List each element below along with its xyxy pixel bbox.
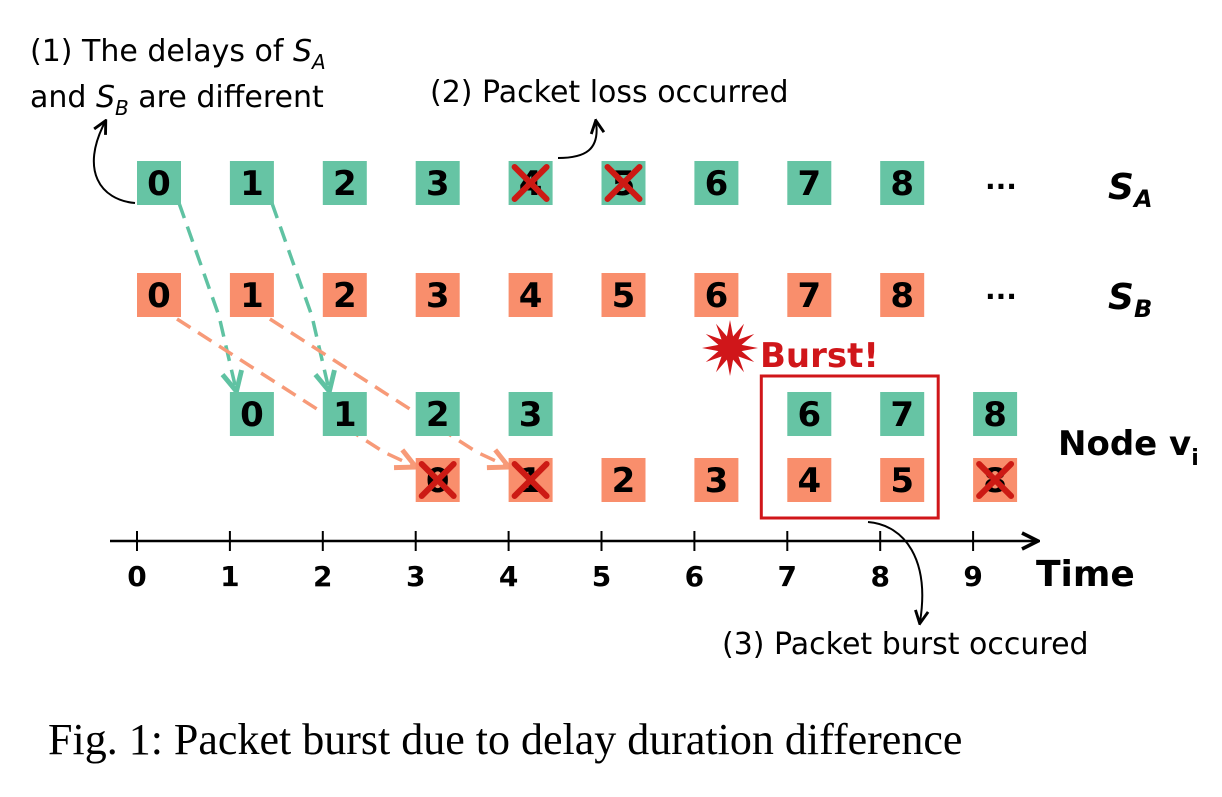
delay-arrow-a [177,202,236,389]
node-a-packet-label: 3 [519,395,543,435]
time-axis-tick-label: 4 [499,560,518,593]
row-label-node: Node vi [1058,424,1199,471]
loss-x-icon [418,461,457,499]
time-axis-tick-label: 3 [406,560,425,593]
time-axis-tick-label: 6 [685,560,704,593]
sa-packet-box [787,161,832,205]
node-b-packet-label: 2 [612,461,636,501]
sb-packet-box [415,273,460,317]
node-b-packet-label: 4 [797,461,821,501]
sa-packet-label: 8 [890,164,914,204]
sa-packet-box [229,161,274,205]
loss-x-icon [511,164,550,202]
sa-packet-label: 1 [240,164,264,204]
node-b-packet-label: 3 [705,461,729,501]
loss-x-icon [604,164,643,202]
node-arrivals-b-row: 0123458 [415,458,1018,502]
time-axis-tick-label: 8 [870,560,889,593]
sb-packet-label: 0 [147,276,171,316]
row-label-sa: SA [1108,167,1153,213]
sa-packet-label: 2 [333,164,357,204]
ellipsis-sa: ··· [985,170,1017,203]
sb-packet-label: 1 [240,276,264,316]
loss-annotation: (2) Packet loss occurred [430,75,789,110]
sa-packet-label: 3 [426,164,450,204]
node-a-packet-label: 2 [426,395,450,435]
ellipsis-sb: ··· [985,280,1017,313]
sb-packet-label: 3 [426,276,450,316]
loss-pointer-arrow [557,122,597,159]
burst-annotation: (3) Packet burst occured [722,627,1089,662]
node-b-packet-box [880,458,925,502]
sa-packet-box [694,161,739,205]
time-axis-label: Time [1036,554,1135,595]
time-axis: Time 0 1 2 3 4 5 6 7 8 9 [110,531,1135,595]
sb-packet-box [601,273,646,317]
node-a-packet-box [787,392,832,436]
burst-label: Burst! [760,336,879,376]
sa-packet-label: 0 [147,164,171,204]
sb-packet-box [508,273,553,317]
time-axis-tick-label: 7 [778,560,797,593]
sa-packet-box [415,161,460,205]
node-b-packet-box [694,458,739,502]
node-a-packet-box [415,392,460,436]
sb-packet-box [229,273,274,317]
delay-arrows [176,202,507,466]
sa-packet-box [322,161,367,205]
loss-x-icon [511,461,550,499]
sb-packet-box [322,273,367,317]
sb-packet-box [137,273,181,317]
node-a-packet-box [973,392,1018,436]
burst-marker: Burst! [702,320,879,376]
sa-packet-box [880,161,925,205]
time-axis-tick-label: 9 [963,560,982,593]
sb-packet-box [694,273,739,317]
sb-packet-box [787,273,832,317]
node-a-packet-box [880,392,925,436]
explosion-icon [702,320,758,376]
delays-pointer-arrow [92,122,136,204]
stream-sb-row: 0 1 2 3 4 5 6 7 8 [137,273,925,317]
sb-packet-label: 2 [333,276,357,316]
sb-packet-label: 8 [890,276,914,316]
node-a-packet-label: 6 [797,395,821,435]
node-a-packet-box [508,392,553,436]
sa-packet-label: 6 [705,164,729,204]
node-a-packet-label: 8 [983,395,1007,435]
time-axis-tick-label: 1 [220,560,239,593]
burst-window-box [759,374,940,520]
delays-annotation-line2: and SB are different [30,80,324,120]
figure-caption: Fig. 1: Packet burst due to delay durati… [48,715,962,764]
node-a-packet-box [229,392,274,436]
node-a-packet-label: 0 [240,395,264,435]
node-b-packet-box [787,458,832,502]
node-b-packet-box [601,458,646,502]
sb-packet-box [880,273,925,317]
burst-pointer-arrow [867,521,922,622]
delays-annotation-line1: (1) The delays of SA [30,34,326,74]
delay-arrow-b [176,317,414,466]
node-arrivals-a-row: 0 1 2 3 6 7 8 [229,392,1018,436]
row-label-sb: SB [1108,277,1152,323]
sb-packet-label: 5 [612,276,636,316]
node-a-packet-label: 1 [333,395,357,435]
delay-arrow-b [268,317,507,466]
sb-packet-label: 4 [519,276,543,316]
node-b-packet-label: 5 [890,461,914,501]
time-axis-tick-label: 5 [592,560,611,593]
node-a-packet-box [322,392,367,436]
time-axis-tick-label: 2 [313,560,332,593]
delay-arrow-a [270,202,329,389]
sb-packet-label: 6 [705,276,729,316]
loss-x-icon [976,461,1015,499]
sa-packet-label: 7 [797,164,821,204]
sa-packet-box [137,161,181,205]
time-axis-tick-label: 0 [127,560,146,593]
sb-packet-label: 7 [797,276,821,316]
node-a-packet-label: 7 [890,395,914,435]
